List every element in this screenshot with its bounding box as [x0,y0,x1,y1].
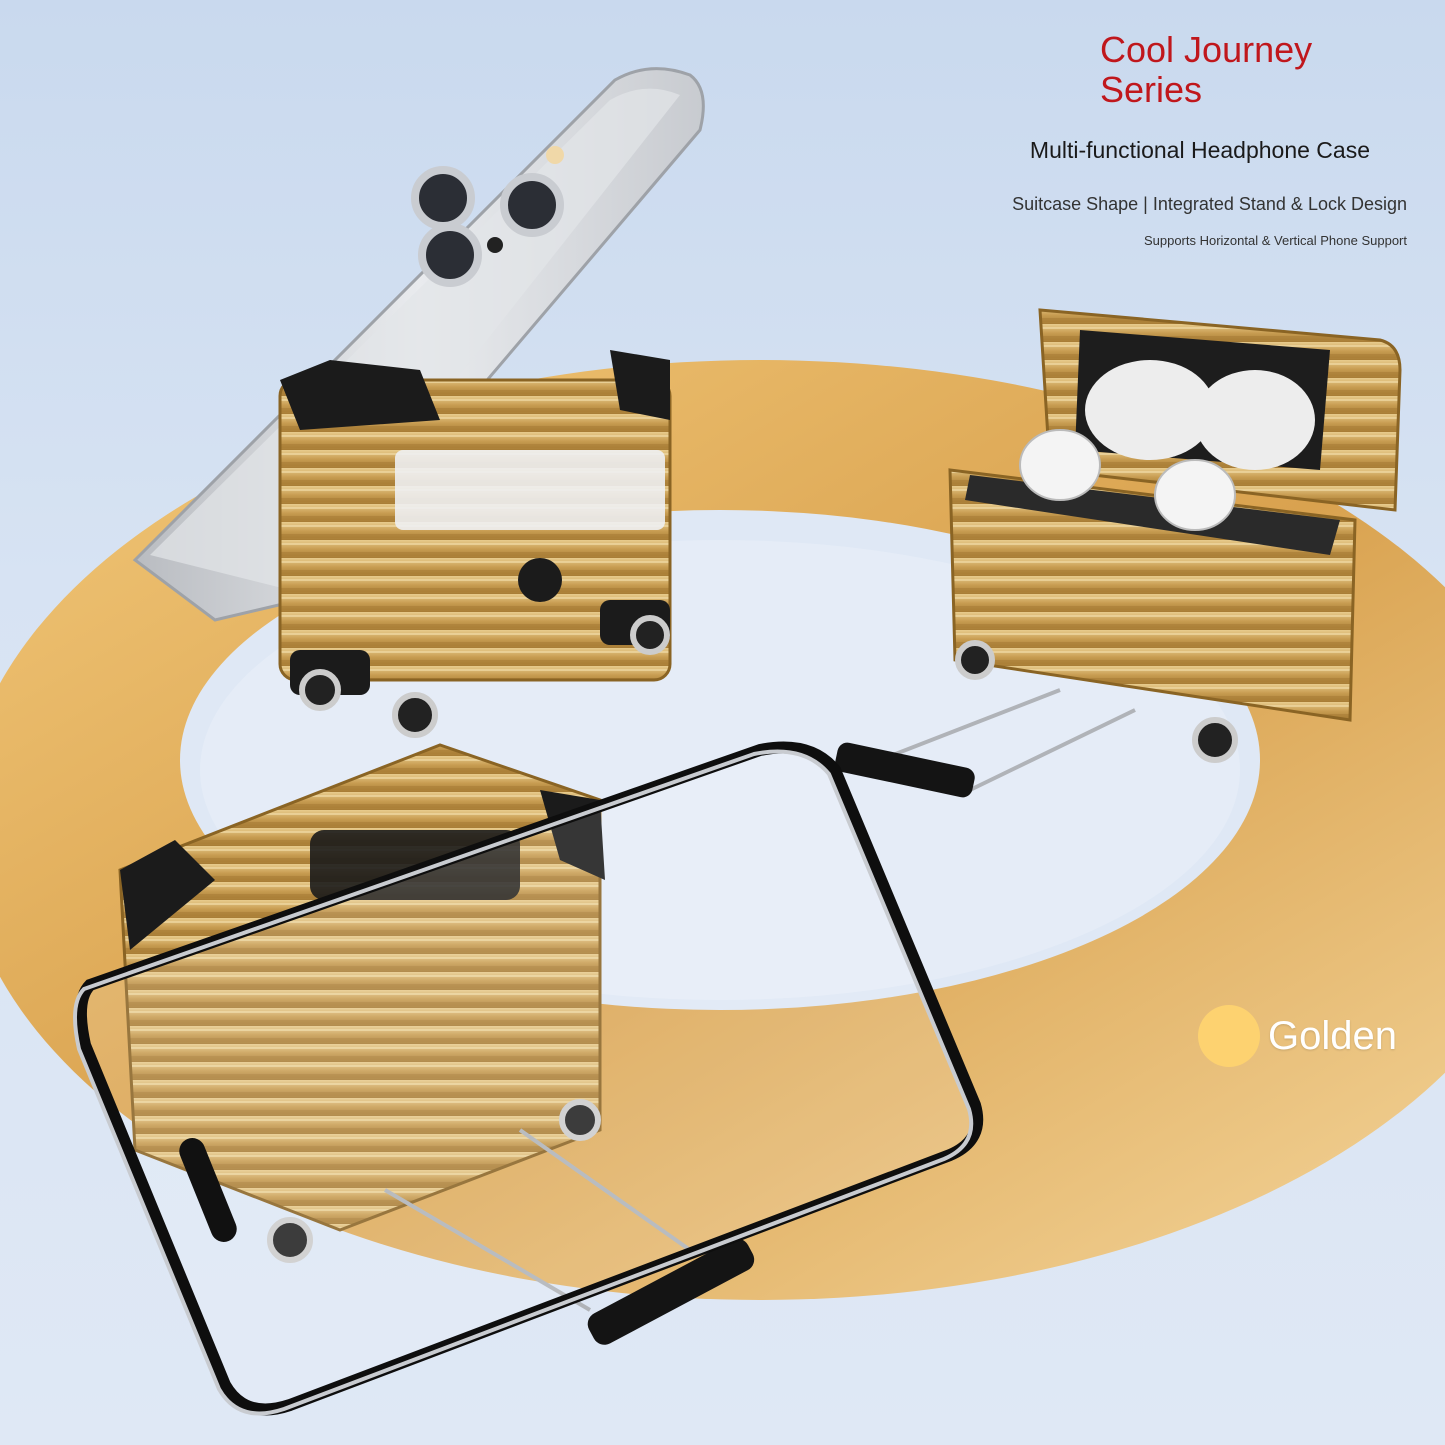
suitcase-case-open [835,308,1402,798]
series-title: Cool Journey Series [1100,30,1312,110]
phone-screen-horizontal [73,741,984,1416]
golden-swatch-icon [1198,1005,1260,1067]
color-label: Golden [1268,1013,1397,1058]
feature-list: Suitcase Shape | Integrated Stand & Lock… [1012,194,1407,214]
suitcase-case-closed [278,350,672,738]
color-option: Golden [1198,1005,1397,1067]
suitcase-case-horizontal-stand [118,743,755,1345]
series-title-line2: Series [1100,69,1203,110]
product-subtitle: Multi-functional Headphone Case [1029,137,1370,163]
support-note: Supports Horizontal & Vertical Phone Sup… [1143,233,1407,248]
series-title-line1: Cool Journey [1100,29,1313,70]
